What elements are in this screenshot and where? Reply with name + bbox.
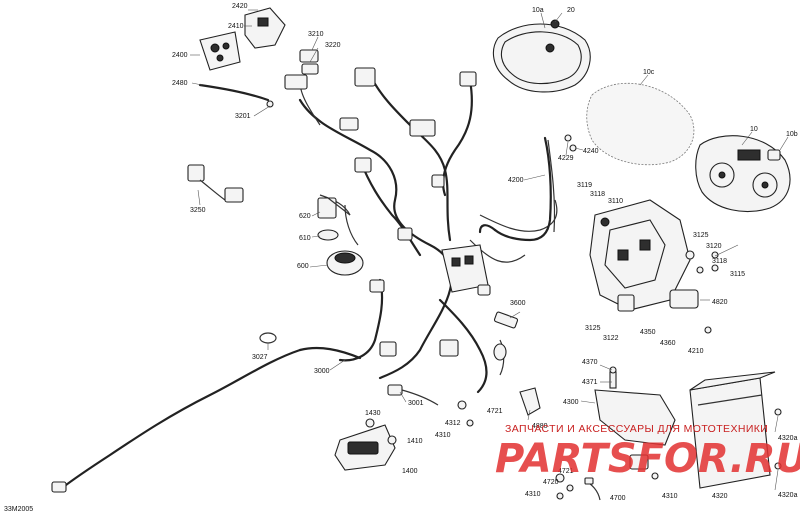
- label-3120: 3120: [706, 243, 722, 250]
- label-4371: 4371: [582, 379, 598, 386]
- label-3118-right: 3118: [712, 258, 727, 265]
- cluster-bezel-10a: [492, 19, 591, 93]
- watermark-brand: PARTSFOR.RU: [495, 436, 800, 482]
- label-3125-bottom: 3125: [585, 325, 601, 332]
- label-3125-top: 3125: [693, 232, 709, 239]
- label-2420: 2420: [232, 3, 248, 10]
- label-3220: 3220: [325, 42, 341, 49]
- label-4310-left: 4310: [435, 432, 451, 439]
- screws: [266, 100, 719, 427]
- label-4880: 4880: [532, 423, 548, 430]
- leader-lines: [190, 9, 789, 491]
- cable-4700: [555, 473, 601, 501]
- ground-wire: [51, 348, 302, 493]
- label-10a: 10a: [532, 7, 544, 14]
- label-3110: 3110: [608, 198, 623, 205]
- label-4240: 4240: [583, 148, 599, 155]
- sensor-3600: [493, 311, 519, 376]
- label-3115: 3115: [730, 271, 745, 278]
- module-1400: [334, 418, 397, 471]
- label-3122: 3122: [603, 335, 619, 342]
- label-2480: 2480: [172, 80, 188, 87]
- label-1410: 1410: [407, 438, 423, 445]
- label-4300: 4300: [563, 399, 579, 406]
- ecm-bracket-assembly: [589, 199, 704, 312]
- watermark-tagline: ЗАПЧАСТИ И АКСЕССУАРЫ ДЛЯ МОТОТЕХНИКИ: [505, 423, 768, 435]
- label-4721-mid: 4721: [487, 408, 503, 415]
- cable-4200: [478, 136, 552, 242]
- label-3000: 3000: [314, 368, 330, 375]
- main-wiring-harness: [298, 73, 558, 394]
- label-4310-right: 4310: [662, 493, 678, 500]
- label-600: 600: [297, 263, 309, 270]
- label-1400: 1400: [402, 468, 418, 475]
- label-1430: 1430: [365, 410, 381, 417]
- fuse-box: [339, 67, 491, 357]
- label-610: 610: [299, 235, 311, 242]
- label-20: 20: [567, 7, 575, 14]
- label-4820: 4820: [712, 299, 728, 306]
- battery-4320: [689, 371, 782, 489]
- connector-3001: [387, 384, 439, 406]
- label-4370: 4370: [582, 359, 598, 366]
- label-4200: 4200: [508, 177, 524, 184]
- bracket-4300: [594, 366, 676, 480]
- label-3001: 3001: [408, 400, 424, 407]
- watermark: ЗАПЧАСТИ И АКСЕССУАРЫ ДЛЯ МОТОТЕХНИКИ PA…: [495, 423, 800, 482]
- label-3600: 3600: [510, 300, 526, 307]
- handlebar-switch: [198, 7, 286, 102]
- label-3027: 3027: [252, 354, 268, 361]
- label-4210: 4210: [688, 348, 704, 355]
- label-4320: 4320: [712, 493, 728, 500]
- label-4350: 4350: [640, 329, 656, 336]
- callout-labels: 2420 2410 2400 2480 3210 3220 3201 3250 …: [172, 3, 798, 502]
- label-4721-bottom: 4721: [558, 468, 574, 475]
- label-3201: 3201: [235, 113, 251, 120]
- label-4700: 4700: [610, 495, 626, 502]
- label-10: 10: [750, 126, 758, 133]
- label-4229: 4229: [558, 155, 574, 162]
- label-4320a-bottom: 4320a: [778, 492, 798, 499]
- label-3210: 3210: [308, 31, 324, 38]
- label-4320a-top: 4320a: [778, 435, 798, 442]
- label-3119: 3119: [577, 182, 592, 189]
- label-4360: 4360: [660, 340, 676, 347]
- figure-code: 33M2005: [4, 506, 33, 513]
- label-10c: 10c: [643, 69, 655, 76]
- label-3250: 3250: [190, 207, 206, 214]
- label-2410: 2410: [228, 23, 244, 30]
- label-10b: 10b: [786, 131, 798, 138]
- ring-3027: [259, 332, 277, 344]
- label-3118: 3118: [590, 191, 605, 198]
- connector-3250: [187, 164, 244, 203]
- label-4720: 4720: [543, 479, 559, 486]
- label-4310-bottom: 4310: [525, 491, 541, 498]
- instrument-cluster-10: [695, 135, 791, 212]
- cluster-lens-10c: [586, 82, 695, 166]
- part-4880: [519, 387, 541, 416]
- connectors-3210-3220: [284, 49, 319, 90]
- label-4312: 4312: [445, 420, 461, 427]
- label-620: 620: [299, 213, 311, 220]
- label-2400: 2400: [172, 52, 188, 59]
- ignition-switch-group: [317, 197, 364, 276]
